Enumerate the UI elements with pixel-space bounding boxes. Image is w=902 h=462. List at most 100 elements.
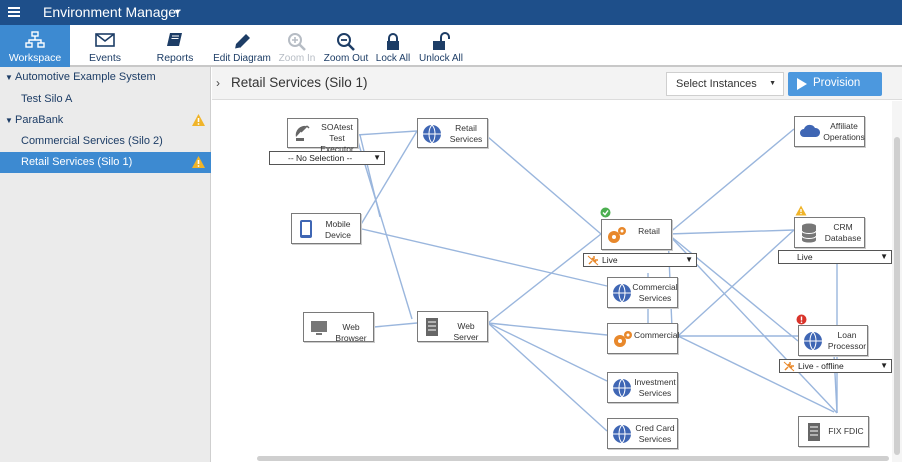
- tree-item-label: Retail Services (Silo 1): [21, 156, 133, 168]
- gears-icon: [608, 227, 626, 243]
- loan-instance-dropdown[interactable]: Live - offline ▼: [779, 359, 892, 373]
- lock-icon: [387, 33, 399, 50]
- select-instances-dropdown[interactable]: Select Instances ▼: [666, 72, 784, 96]
- node-label: Commercial: [634, 330, 680, 340]
- node-label: Retail: [638, 226, 660, 236]
- plug-icon: [587, 255, 599, 266]
- unlock-all-button[interactable]: Unlock All: [417, 25, 465, 67]
- server-icon: [426, 318, 438, 336]
- node-label: FIX FDIC: [828, 426, 864, 436]
- caret-down-icon: ▼: [769, 80, 776, 87]
- edit-diagram-button[interactable]: Edit Diagram: [212, 25, 272, 67]
- warning-icon: [192, 156, 205, 168]
- node-label: Web Browser: [335, 322, 367, 343]
- node-web-browser[interactable]: Web Browser: [303, 312, 374, 343]
- dropdown-value: Live: [602, 255, 618, 265]
- envelope-icon: [95, 33, 115, 47]
- zoom-out-icon: [337, 33, 355, 51]
- edge-line: [359, 130, 418, 227]
- plug-icon: [783, 361, 795, 372]
- soatest-instance-dropdown[interactable]: -- No Selection -- ▼: [269, 151, 385, 165]
- horizontal-scrollbar[interactable]: [212, 454, 892, 462]
- page-title: Retail Services (Silo 1): [231, 75, 368, 90]
- retail-instance-dropdown[interactable]: Live ▼: [583, 253, 697, 267]
- monitor-icon: [311, 321, 327, 335]
- play-icon: [797, 78, 807, 90]
- tab-reports-label: Reports: [156, 52, 194, 64]
- tab-reports[interactable]: Reports: [140, 25, 210, 67]
- tree-item-parabank[interactable]: ▼ ParaBank: [0, 110, 211, 131]
- node-retail[interactable]: Retail: [601, 219, 672, 250]
- vertical-scrollbar[interactable]: [892, 101, 902, 462]
- sidebar-tree: ▼ Automotive Example System Test Silo A …: [0, 67, 211, 462]
- zoom-in-label: Zoom In: [278, 53, 316, 64]
- hamburger-menu-icon[interactable]: [8, 6, 20, 18]
- tree-item-retail-services-silo-1[interactable]: Retail Services (Silo 1): [0, 152, 211, 173]
- workspace-icon: [25, 31, 45, 48]
- globe-icon: [613, 283, 631, 303]
- provision-button[interactable]: Provision: [788, 72, 882, 96]
- tree-item-label: Test Silo A: [21, 93, 73, 105]
- satellite-dish-icon: [295, 125, 310, 141]
- tree-item-label: Commercial Services (Silo 2): [21, 135, 163, 147]
- lock-all-button[interactable]: Lock All: [374, 25, 412, 67]
- scrollbar-thumb[interactable]: [894, 137, 900, 455]
- edge-line: [359, 134, 381, 218]
- edge-line: [667, 229, 795, 235]
- unlock-icon: [433, 32, 450, 50]
- mobile-phone-icon: [300, 220, 312, 238]
- tab-events[interactable]: Events: [70, 25, 140, 67]
- unlock-all-label: Unlock All: [419, 53, 463, 64]
- tree-item-test-silo-a[interactable]: Test Silo A: [0, 89, 211, 110]
- check-circle-icon: [600, 207, 611, 218]
- app-title[interactable]: Environment Manager: [43, 4, 181, 20]
- zoom-out-label: Zoom Out: [323, 53, 369, 64]
- globe-icon: [613, 424, 631, 444]
- lock-all-label: Lock All: [375, 53, 411, 64]
- globe-icon: [613, 378, 631, 398]
- dropdown-value: Live: [797, 252, 813, 262]
- tree-item-commercial-services-silo-2[interactable]: Commercial Services (Silo 2): [0, 131, 211, 152]
- node-label: Web Server: [453, 321, 479, 342]
- tree-item-automotive-example-system[interactable]: ▼ Automotive Example System: [0, 67, 211, 88]
- content-area: › Retail Services (Silo 1) Select Instan…: [212, 67, 902, 462]
- globe-icon: [804, 331, 822, 351]
- edge-line: [355, 134, 413, 320]
- edge-line: [677, 335, 835, 413]
- scrollbar-thumb[interactable]: [257, 456, 889, 461]
- node-fix-fdic[interactable]: FIX FDIC: [798, 416, 869, 447]
- caret-down-icon[interactable]: ▼: [5, 73, 13, 82]
- crm-instance-dropdown[interactable]: Live ▼: [778, 250, 892, 264]
- tab-workspace[interactable]: Workspace: [0, 25, 70, 67]
- globe-icon: [423, 124, 441, 144]
- zoom-in-button[interactable]: Zoom In: [277, 25, 317, 67]
- provision-label: Provision: [813, 77, 861, 89]
- edit-diagram-label: Edit Diagram: [213, 53, 271, 64]
- node-web-server[interactable]: Web Server: [417, 311, 488, 342]
- edge-line: [487, 322, 608, 336]
- caret-down-icon[interactable]: ▼: [5, 116, 13, 125]
- edge-line: [667, 233, 799, 342]
- caret-down-icon[interactable]: ▼: [173, 7, 182, 17]
- edge-line: [677, 229, 795, 337]
- chevron-right-icon[interactable]: ›: [216, 76, 220, 90]
- edge-line: [355, 130, 418, 136]
- node-commercial[interactable]: Commercial: [607, 323, 680, 354]
- zoom-in-icon: [288, 33, 306, 51]
- edge-line: [487, 322, 608, 382]
- caret-down-icon: ▼: [373, 153, 381, 162]
- zoom-out-button[interactable]: Zoom Out: [323, 25, 369, 67]
